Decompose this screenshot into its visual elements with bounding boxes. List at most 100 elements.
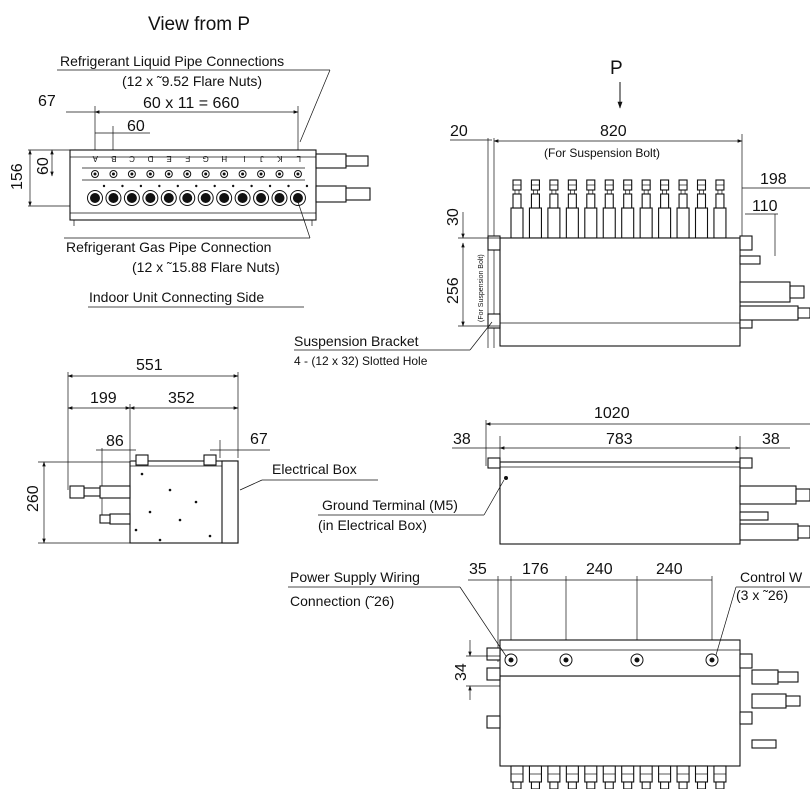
bottom-pipe-nut: [567, 781, 577, 789]
front-view: P 20 820 (For Suspension Bolt) 198 110: [294, 58, 810, 368]
control-wiring-spec: (3 x ˜26): [736, 587, 788, 603]
gas-port: [179, 190, 196, 206]
gas-port-center: [163, 193, 174, 203]
dim-38-right: 38: [762, 431, 780, 448]
bottom-right-pipe: [751, 669, 779, 685]
bottom-view: 35 176 240 240: [288, 561, 810, 789]
liquid-port-center: [278, 172, 281, 176]
liquid-port: [91, 170, 99, 178]
bracket: [487, 313, 501, 329]
bottom-right-pipe-nut: [785, 695, 801, 707]
gas-port-center: [200, 193, 211, 203]
bottom-pipe-nut: [604, 781, 614, 789]
front-pipe-stem: [530, 193, 541, 209]
liquid-port: [275, 170, 284, 178]
bottom-pipe-nut: [530, 781, 541, 789]
liquid-port: [146, 170, 155, 178]
side-pipe: [99, 485, 131, 499]
control-leader: [715, 586, 737, 656]
bottom-bracket: [486, 647, 501, 661]
wiring-hole: [559, 653, 573, 667]
liquid-port: [220, 170, 229, 178]
front-pipe: [713, 207, 727, 239]
screw-dot: [250, 184, 253, 188]
port-letter: F: [185, 154, 190, 163]
bottom-bracket: [486, 667, 501, 681]
wiring-hole-center: [508, 657, 514, 663]
bolt-note-vertical: (For Suspension Bolt): [478, 254, 485, 322]
front-pipe-stem: [678, 193, 688, 209]
bracket-spec: 4 - (12 x 32) Slotted Hole: [294, 354, 428, 368]
gas-port-center: [219, 193, 230, 203]
side-pipe-nut: [99, 514, 111, 524]
screw-dot: [176, 184, 179, 188]
screw-dot: [168, 488, 172, 492]
dim-198: 198: [760, 171, 787, 188]
port-letter: I: [243, 154, 245, 163]
dim-30: 30: [445, 208, 462, 226]
bottom-pipe-nut: [586, 781, 596, 789]
port-letter: A: [92, 154, 98, 163]
liquid-port-center: [241, 172, 245, 176]
bottom-pipe-nut: [549, 781, 559, 789]
bottom-unit-body: [499, 675, 741, 767]
liquid-port: [257, 170, 266, 178]
liquid-port-center: [296, 172, 300, 176]
front-pipe: [694, 207, 709, 239]
dim-551: 551: [136, 357, 163, 374]
gas-port-center: [90, 193, 100, 203]
front-right-pipe-nut: [797, 307, 810, 319]
front-right-pipe: [739, 255, 761, 265]
front-pipe: [639, 207, 653, 239]
top-side-pipe: [315, 153, 347, 169]
front-pipe: [510, 207, 524, 239]
dim-67-side: 67: [250, 431, 268, 448]
liquid-port: [164, 170, 173, 178]
front-pipe-stem: [623, 193, 633, 209]
gas-port-center: [108, 193, 119, 203]
rear-pipe-nut: [795, 488, 810, 502]
rear-bracket: [739, 457, 753, 469]
front-pipe: [621, 207, 635, 239]
dim-783: 783: [606, 431, 633, 448]
port-letter: H: [221, 154, 227, 163]
dim-34: 34: [453, 663, 470, 681]
rear-view: 1020 38 783 38 Ground Terminal (M5) (in …: [318, 405, 810, 545]
electrical-box-label: Electrical Box: [272, 461, 357, 477]
front-pipe-stem: [512, 193, 522, 209]
bracket-label: Suspension Bracket: [294, 333, 419, 349]
p-marker: P: [610, 58, 623, 79]
side-screw-dots: [134, 472, 212, 542]
dim-86: 86: [106, 433, 124, 450]
screw-dot: [121, 184, 124, 188]
gas-port: [160, 190, 177, 206]
front-right-pipe: [739, 281, 791, 303]
screw-dot: [208, 534, 212, 538]
wiring-hole: [630, 653, 644, 667]
liquid-port-center: [130, 172, 134, 176]
front-pipe: [676, 207, 690, 239]
bottom-right-pipe: [751, 693, 787, 709]
port-letter: K: [277, 154, 283, 163]
bottom-right-pipe: [751, 739, 777, 749]
dim-60v: 60: [35, 157, 52, 175]
bottom-bracket: [486, 715, 501, 729]
bottom-unit-top-strip: [499, 639, 741, 677]
rear-unit-body: [499, 461, 741, 545]
bottom-pipe-nut: [660, 781, 670, 789]
liquid-port-row: [91, 170, 309, 188]
front-pipe-stem: [696, 193, 707, 209]
liquid-port: [293, 170, 302, 178]
gas-port: [289, 190, 306, 206]
gas-port-center: [256, 193, 267, 203]
bottom-pipe-nut: [715, 781, 725, 789]
power-leader: [459, 586, 507, 657]
wiring-hole-center: [709, 657, 715, 663]
bottom-pipe-nut: [641, 781, 651, 789]
wiring-hole-power: [504, 653, 518, 667]
gas-port: [197, 190, 214, 206]
view-title: View from P: [148, 14, 250, 35]
side-pipe: [83, 487, 101, 497]
port-letter: G: [202, 154, 208, 163]
